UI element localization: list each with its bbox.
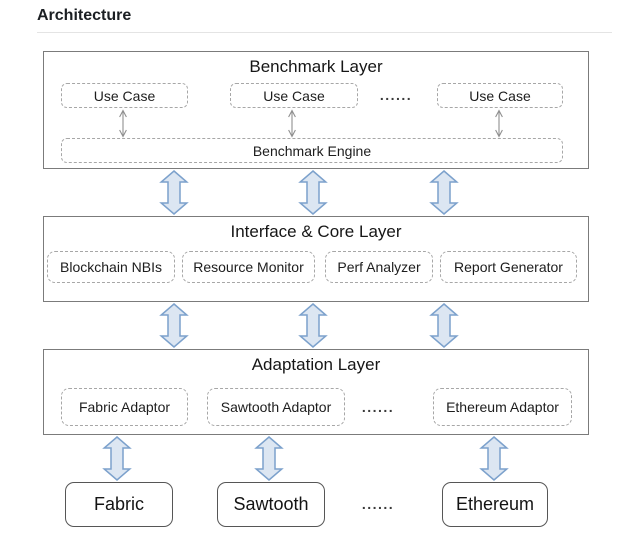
use-case-box: Use Case [61, 83, 188, 108]
layer-link-double-arrow-icon [299, 170, 327, 215]
title-divider [37, 32, 612, 33]
sawtooth-adaptor-box: Sawtooth Adaptor [207, 388, 345, 426]
small-double-arrow-icon [119, 110, 127, 137]
more-use-cases-ellipsis: ...... [379, 87, 413, 103]
blockchain-node-ethereum: Ethereum [442, 482, 548, 527]
interface-core-layer-title: Interface & Core Layer [230, 222, 402, 241]
interface-core-layer-box: Interface & Core Layer Blockchain NBIs R… [43, 216, 589, 302]
layer-link-double-arrow-icon [299, 303, 327, 348]
layer-link-double-arrow-icon [430, 303, 458, 348]
adaptation-layer-box: Adaptation Layer Fabric Adaptor Sawtooth… [43, 349, 589, 435]
use-case-box: Use Case [230, 83, 358, 108]
blockchain-node-fabric: Fabric [65, 482, 173, 527]
perf-analyzer-box: Perf Analyzer [325, 251, 433, 283]
benchmark-engine-box: Benchmark Engine [61, 138, 563, 163]
benchmark-layer-box: Benchmark Layer Use Case Use Case ......… [43, 51, 589, 169]
use-case-box: Use Case [437, 83, 563, 108]
ethereum-adaptor-box: Ethereum Adaptor [433, 388, 572, 426]
layer-link-double-arrow-icon [430, 170, 458, 215]
adaptation-layer-title: Adaptation Layer [251, 355, 381, 374]
blockchain-nbis-box: Blockchain NBIs [47, 251, 175, 283]
blockchain-node-sawtooth: Sawtooth [217, 482, 325, 527]
more-adaptors-ellipsis: ...... [361, 399, 395, 415]
more-blockchains-ellipsis: ...... [361, 496, 395, 512]
layer-link-double-arrow-icon [160, 170, 188, 215]
layer-link-double-arrow-icon [103, 436, 131, 481]
layer-link-double-arrow-icon [255, 436, 283, 481]
layer-link-double-arrow-icon [480, 436, 508, 481]
small-double-arrow-icon [495, 110, 503, 137]
fabric-adaptor-box: Fabric Adaptor [61, 388, 188, 426]
page-title: Architecture [37, 7, 132, 24]
layer-link-double-arrow-icon [160, 303, 188, 348]
resource-monitor-box: Resource Monitor [182, 251, 315, 283]
small-double-arrow-icon [288, 110, 296, 137]
benchmark-layer-title: Benchmark Layer [249, 57, 383, 76]
report-generator-box: Report Generator [440, 251, 577, 283]
